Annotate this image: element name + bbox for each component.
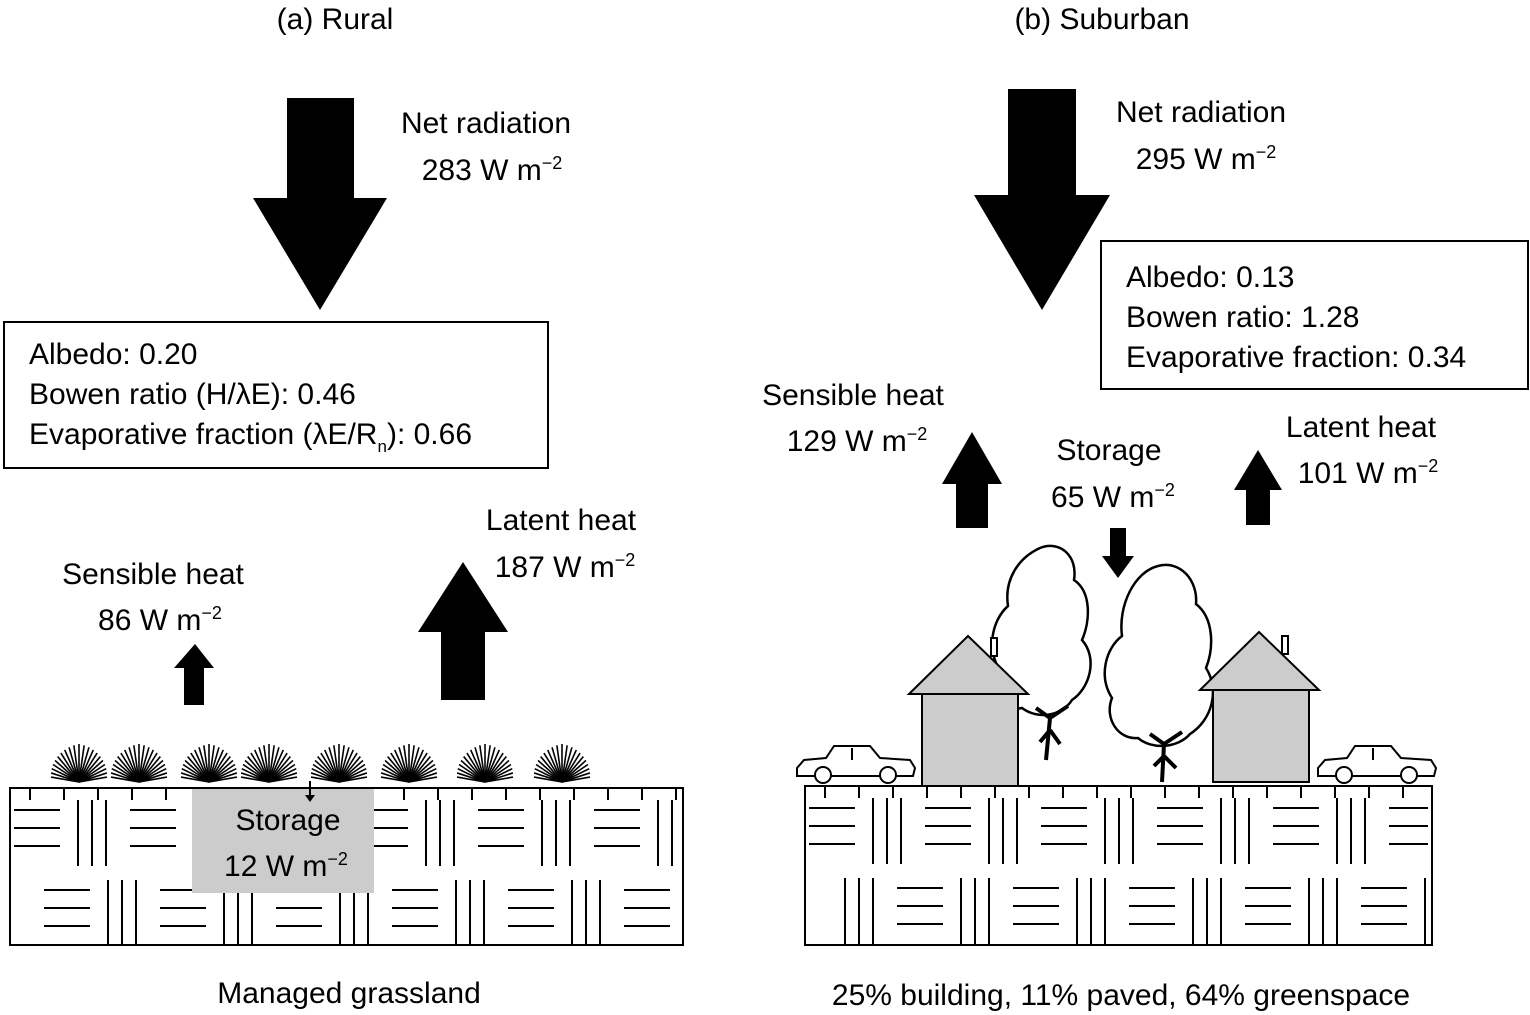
suburban-latent-heat-label: Latent heat [1285, 411, 1437, 444]
car-right [1317, 745, 1438, 784]
rural-panel-title: (a) Rural [276, 3, 394, 36]
rural-bowen-ratio: Bowen ratio (H/λE): 0.46 [29, 378, 356, 411]
rural-latent-heat-label: Latent heat [485, 504, 637, 537]
rural-net-radiation-value: 283 W m−2 [421, 153, 563, 187]
suburban-albedo: Albedo: 0.13 [1126, 261, 1295, 294]
rural-storage-value: 12 W m−2 [224, 849, 348, 883]
rural-storage-label: Storage [235, 804, 341, 837]
car-left [796, 745, 917, 784]
suburban-storage-label: Storage [1056, 434, 1162, 467]
rural-storage-box [192, 789, 374, 893]
rural-net-radiation-arrow [253, 98, 387, 310]
tree-right [1103, 563, 1215, 783]
suburban-latent-heat-value: 101 W m−2 [1297, 456, 1439, 490]
suburban-storage-value: 65 W m−2 [1051, 480, 1175, 514]
suburban-sensible-heat-value: 129 W m−2 [786, 424, 928, 458]
house-left [906, 634, 1031, 787]
suburban-info-box: Albedo: 0.13 Bowen ratio: 1.28 Evaporati… [1100, 240, 1529, 390]
rural-caption: Managed grassland [217, 977, 481, 1010]
tree-left [991, 544, 1092, 761]
suburban-latent-heat-arrow [1234, 450, 1282, 525]
rural-sensible-heat-arrow [174, 644, 214, 705]
rural-latent-heat-arrow [418, 562, 508, 700]
suburban-panel-title: (b) Suburban [1014, 3, 1190, 36]
suburban-panel [796, 89, 1438, 946]
rural-latent-heat-value: 187 W m−2 [494, 550, 636, 584]
rural-net-radiation-label: Net radiation [400, 107, 572, 140]
house-right [1197, 630, 1322, 783]
rural-storage-arrow-head [305, 795, 315, 802]
suburban-sensible-heat-arrow [942, 432, 1002, 528]
rural-evaporative-fraction: Evaporative fraction (λE/Rn): 0.66 [29, 418, 473, 456]
suburban-storage-arrow [1102, 528, 1134, 578]
suburban-caption: 25% building, 11% paved, 64% greenspace [831, 979, 1411, 1012]
rural-sensible-heat-label: Sensible heat [62, 558, 244, 591]
rural-grass [50, 744, 591, 783]
rural-panel [9, 98, 684, 946]
rural-sensible-heat-value: 86 W m−2 [98, 603, 222, 637]
suburban-net-radiation-label: Net radiation [1115, 96, 1287, 129]
suburban-sensible-heat-label: Sensible heat [762, 379, 944, 412]
suburban-bowen-ratio: Bowen ratio: 1.28 [1126, 301, 1360, 334]
suburban-soil-block [804, 785, 1433, 946]
suburban-net-radiation-value: 295 W m−2 [1135, 142, 1277, 176]
rural-info-box: Albedo: 0.20 Bowen ratio (H/λE): 0.46 Ev… [3, 321, 549, 469]
rural-albedo: Albedo: 0.20 [29, 338, 198, 371]
suburban-evaporative-fraction: Evaporative fraction: 0.34 [1126, 341, 1467, 374]
suburban-net-radiation-arrow [974, 89, 1110, 310]
